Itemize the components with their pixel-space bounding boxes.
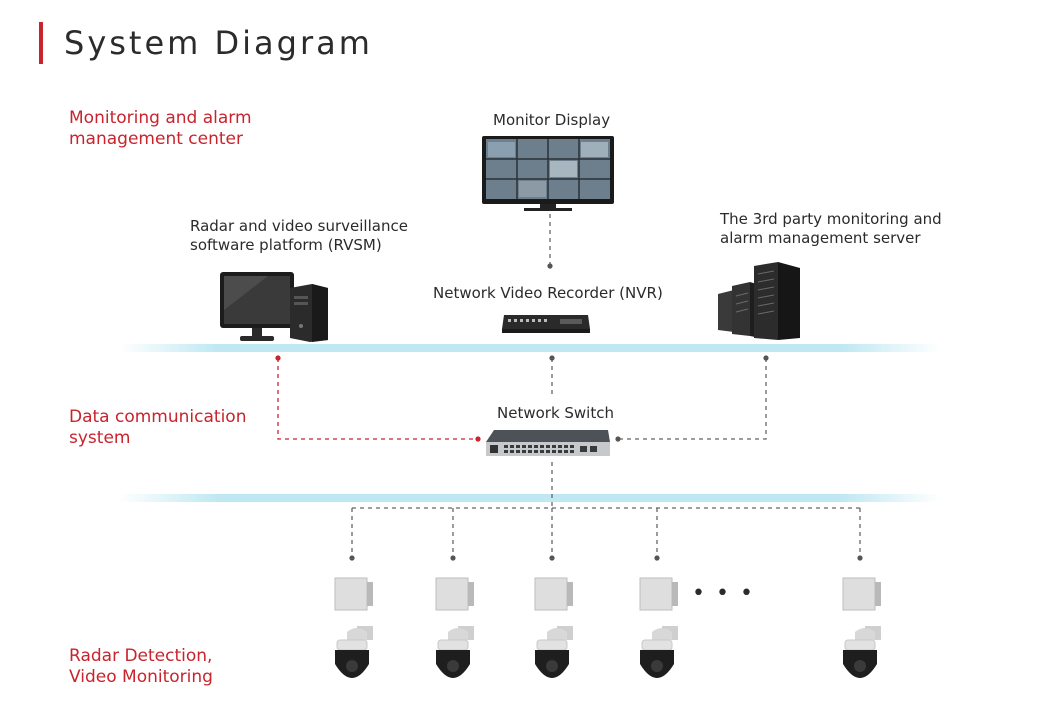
more-units-ellipsis: • • • <box>692 581 755 606</box>
rvsm-switch-link <box>277 358 476 440</box>
radar-sensor-icon <box>334 577 373 611</box>
ptz-camera-icon <box>436 626 474 678</box>
rvsm-label: Radar and video surveillance software pl… <box>190 217 408 254</box>
ptz-camera-icon <box>335 626 373 678</box>
ptz-camera-icon <box>843 626 881 678</box>
server-switch-link <box>618 358 767 440</box>
radar-sensor-icon <box>534 577 573 611</box>
ptz-camera-icon <box>640 626 678 678</box>
radar-camera-unit-3 <box>534 577 573 678</box>
monitor-display-icon <box>482 136 614 211</box>
server-rack-icon <box>718 262 800 340</box>
radar-sensor-icon <box>842 577 881 611</box>
ptz-camera-icon <box>535 626 573 678</box>
network-switch-icon <box>486 430 610 456</box>
radar-sensor-icon <box>639 577 678 611</box>
nvr-icon <box>502 315 590 333</box>
radar-camera-unit-1 <box>334 577 373 678</box>
title-accent-bar <box>39 22 43 64</box>
third-party-server-label: The 3rd party monitoring and alarm manag… <box>720 210 942 247</box>
radar-camera-unit-2 <box>435 577 474 678</box>
rvsm-workstation-icon <box>220 272 328 342</box>
page-title: System Diagram <box>64 24 373 62</box>
radar-sensor-icon <box>435 577 474 611</box>
radar-camera-unit-4 <box>639 577 678 678</box>
management-layer-band <box>120 344 940 352</box>
section-data-label: Data communication system <box>69 407 247 448</box>
monitor-display-label: Monitor Display <box>493 111 611 129</box>
section-management-label: Monitoring and alarm management center <box>69 108 252 149</box>
radar-camera-unit-5 <box>842 577 881 678</box>
section-radar-label: Radar Detection, Video Monitoring <box>69 646 213 687</box>
network-switch-label: Network Switch <box>497 404 614 422</box>
nvr-label: Network Video Recorder (NVR) <box>433 284 663 302</box>
data-layer-band <box>120 494 940 502</box>
